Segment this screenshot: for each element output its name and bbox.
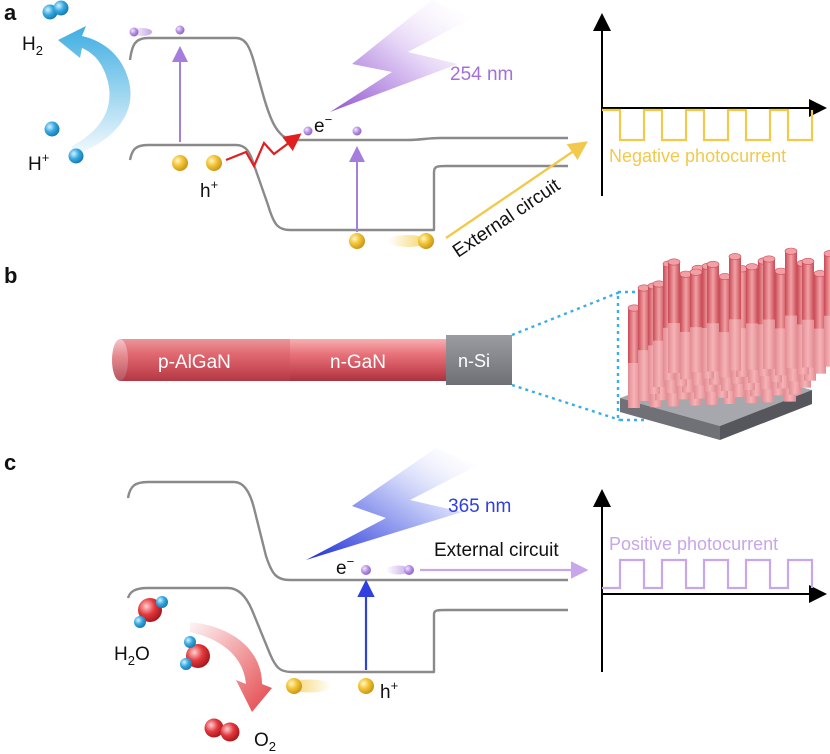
panel-b-nanowire (120, 339, 450, 381)
panel-a-hole-label: h+ (200, 177, 218, 202)
nanowire-rod (813, 270, 827, 374)
panel-c-electron-trail (386, 565, 410, 575)
nanowire-rod (823, 250, 830, 367)
nanowire-rod (784, 247, 798, 369)
panel-b-seg2-label: n-GaN (330, 352, 386, 373)
panel-c-conduction-band (126, 480, 568, 582)
panel-a-circuit-label: External circuit (449, 175, 565, 262)
nanowire-rod (652, 280, 666, 387)
panel-b-zoom-line-top (511, 290, 621, 337)
panel-b-p-algan-segment (120, 339, 290, 381)
panel-a-electron (129, 27, 139, 37)
panel-a-electron (352, 126, 362, 136)
panel-b-letter: b (4, 263, 17, 288)
panel-c-circuit-label: External circuit (434, 540, 559, 561)
panel-c-water-molecule-icon (180, 636, 210, 670)
panel-c-water-label: H2O (114, 644, 150, 668)
panel-c-electron (404, 565, 414, 575)
panel-a-hplus-label: H+ (28, 150, 49, 175)
panel-c-valence-band (126, 586, 568, 674)
panel-c-uv-lightning-icon (306, 448, 476, 560)
panel-a-electron (175, 25, 185, 35)
panel-b-substrate-label: n-Si (458, 351, 490, 371)
nanowire-rod (728, 253, 742, 371)
panel-a-hole (418, 233, 434, 249)
panel-a-conduction-band (128, 36, 568, 142)
nanowire-rod (637, 284, 651, 401)
panel-c: c 365 nm e− External circuit h+ (4, 448, 827, 754)
nanowire-rod (627, 304, 641, 408)
panel-b-seg1-label: p-AlGaN (158, 352, 231, 373)
panel-c-electron (361, 565, 371, 575)
panel-c-hole-label: h+ (380, 678, 398, 703)
panel-a-negative-photocurrent-trace (602, 108, 814, 142)
panel-c-hole (286, 678, 302, 694)
panel-c-wavelength: 365 nm (448, 496, 511, 517)
panel-b: b p-AlGaN n-GaN n-Si (4, 247, 830, 440)
panel-c-o2-molecule-icon (204, 718, 240, 742)
nanowire-rod (689, 268, 703, 373)
panel-c-electron-label: e− (336, 554, 354, 579)
panel-a-photocurrent-label: Negative photocurrent (609, 146, 786, 166)
panel-a-recombination-zigzag (225, 133, 302, 169)
panel-a-hole (349, 233, 365, 249)
nanowire-rod (801, 257, 815, 368)
panel-a-electron (303, 126, 313, 136)
panel-b-nanowire-cap (112, 339, 128, 381)
panel-c-hole (358, 678, 374, 694)
panel-a-circuit-arrow (445, 141, 588, 239)
nanowire-rod (774, 267, 788, 376)
panel-c-photocurrent-label: Positive photocurrent (609, 534, 778, 554)
panel-a: a h+ e− 254 nm H2 H+ (4, 0, 827, 262)
panel-b-substrate-block (446, 335, 512, 385)
nanowire-rod (706, 260, 720, 372)
panel-a-electron-label: e− (314, 112, 332, 137)
panel-b-nanowire-array (627, 247, 830, 408)
panel-a-hole (206, 155, 222, 171)
panel-c-letter: c (4, 450, 16, 475)
nanowire-rod (745, 263, 759, 370)
panel-a-wavelength: 254 nm (450, 64, 513, 85)
panel-a-letter: a (4, 0, 17, 25)
panel-b-zoom-line-bottom (511, 383, 621, 422)
panel-c-o2-label: O2 (254, 730, 276, 754)
panel-a-h2-evolution-arrow-icon (58, 26, 131, 156)
panel-a-h2-label: H2 (22, 34, 43, 58)
panel-a-uv-lightning-icon (330, 0, 472, 112)
panel-a-hole-trail (388, 235, 428, 247)
panel-a-proton-icon (44, 121, 60, 137)
nanowire-rod (667, 258, 681, 373)
nanowire-rod (718, 273, 732, 378)
nanowire-rod (679, 270, 693, 380)
panel-c-positive-photocurrent-trace (602, 558, 814, 590)
panel-a-proton-icon (68, 148, 84, 164)
panel-a-hole (172, 155, 188, 171)
nanowire-rod (762, 255, 776, 369)
panel-c-o2-evolution-arrow-icon (190, 622, 272, 712)
panel-c-water-molecule-icon (134, 596, 168, 628)
panel-a-valence-band (128, 143, 568, 232)
